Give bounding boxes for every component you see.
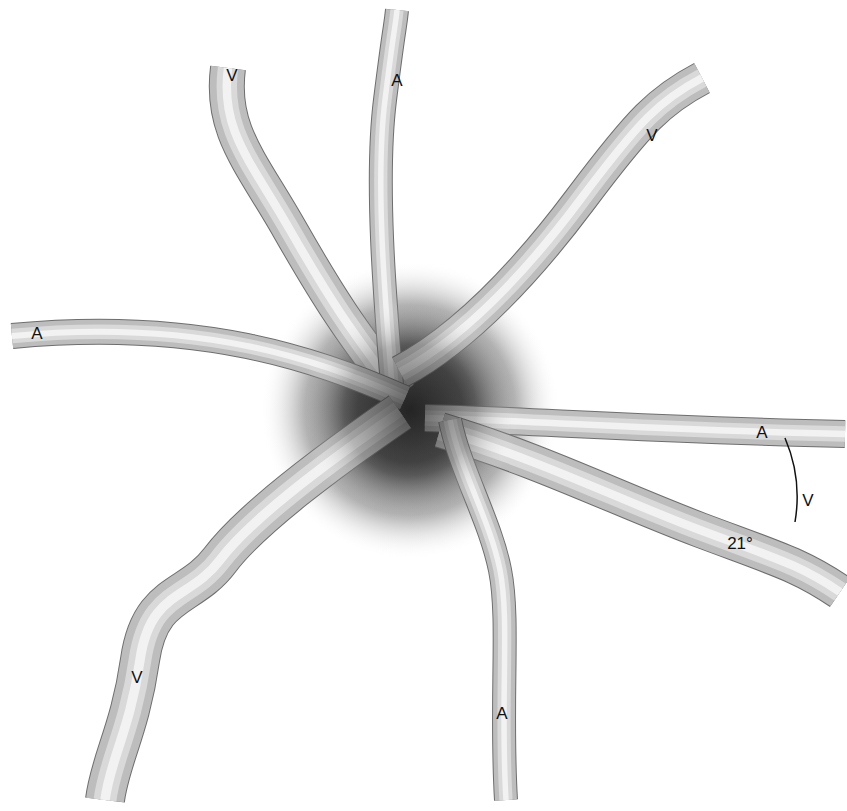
vessel-label: A: [496, 705, 507, 722]
vessel-label: V: [131, 669, 142, 686]
tumor-core: [300, 300, 520, 520]
angle-label: 21°: [727, 535, 753, 552]
vessel-label: A: [756, 424, 767, 441]
vessel-group: [12, 10, 845, 800]
vessel-label: A: [391, 72, 402, 89]
tumor-region: [260, 260, 560, 560]
vessel-label: V: [802, 492, 813, 509]
vessel-label: A: [31, 325, 42, 342]
angle-arc: [785, 438, 797, 522]
vessel-label: V: [646, 127, 657, 144]
vessel-label: V: [226, 67, 237, 84]
